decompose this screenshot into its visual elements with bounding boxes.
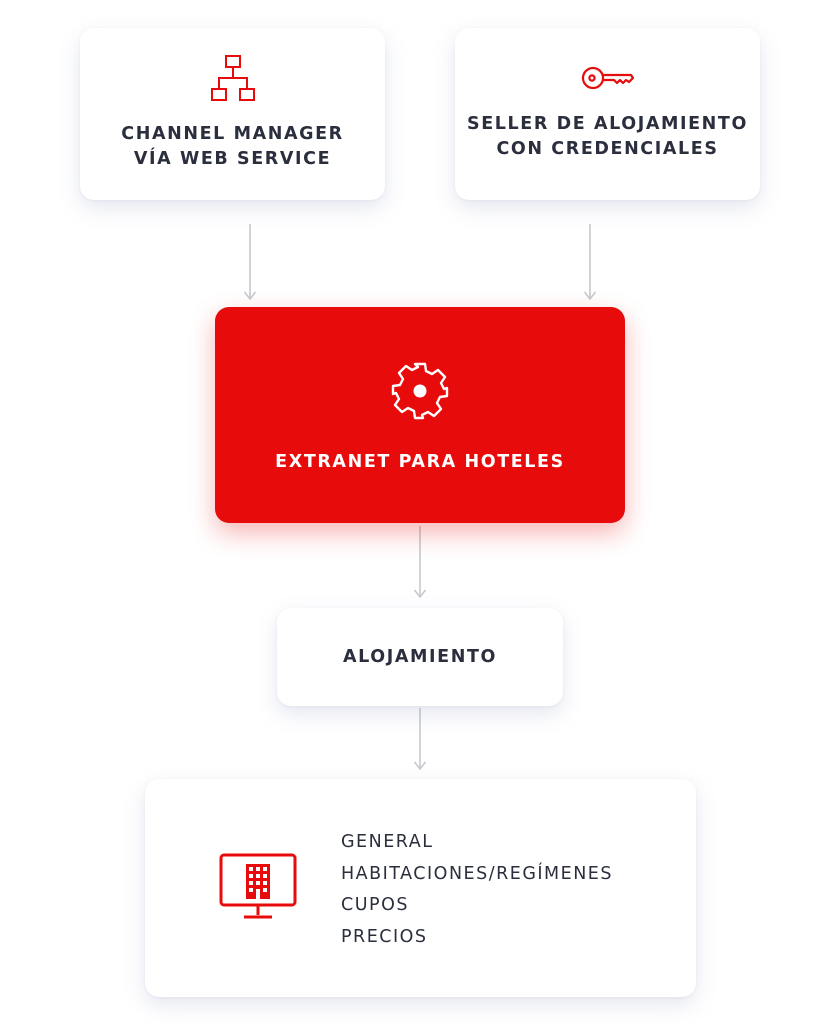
channel-manager-label: CHANNEL MANAGER VÍA WEB SERVICE (121, 122, 343, 172)
arrow-extranet-to-alojamiento (413, 526, 427, 599)
key-icon (581, 64, 635, 98)
alojamiento-card: ALOJAMIENTO (277, 608, 563, 706)
seller-label: SELLER DE ALOJAMIENTO CON CREDENCIALES (467, 112, 748, 162)
details-list: GENERAL HABITACIONES/REGÍMENES CUPOS PRE… (341, 827, 613, 953)
details-card: GENERAL HABITACIONES/REGÍMENES CUPOS PRE… (145, 779, 696, 997)
extranet-label: EXTRANET PARA HOTELES (275, 451, 565, 472)
details-item-precios: PRECIOS (341, 926, 428, 947)
channel-manager-line-2: VÍA WEB SERVICE (133, 149, 332, 169)
hierarchy-icon (210, 54, 256, 108)
hotel-monitor-icon (218, 852, 298, 928)
channel-manager-line-1: CHANNEL MANAGER (121, 124, 344, 144)
details-item-habitaciones: HABITACIONES/REGÍMENES (341, 863, 613, 884)
channel-manager-card: CHANNEL MANAGER VÍA WEB SERVICE (80, 28, 385, 200)
seller-line-1: SELLER DE ALOJAMIENTO (467, 114, 748, 134)
arrow-alojamiento-to-details (413, 708, 427, 771)
extranet-card: EXTRANET PARA HOTELES (215, 307, 625, 523)
arrow-seller-to-extranet (583, 224, 597, 301)
seller-line-2: CON CREDENCIALES (496, 139, 719, 159)
seller-card: SELLER DE ALOJAMIENTO CON CREDENCIALES (455, 28, 760, 200)
gear-icon (389, 360, 451, 426)
arrow-channel-to-extranet (243, 224, 257, 301)
details-item-cupos: CUPOS (341, 895, 409, 915)
details-item-general: GENERAL (341, 832, 434, 852)
alojamiento-label: ALOJAMIENTO (343, 646, 497, 667)
